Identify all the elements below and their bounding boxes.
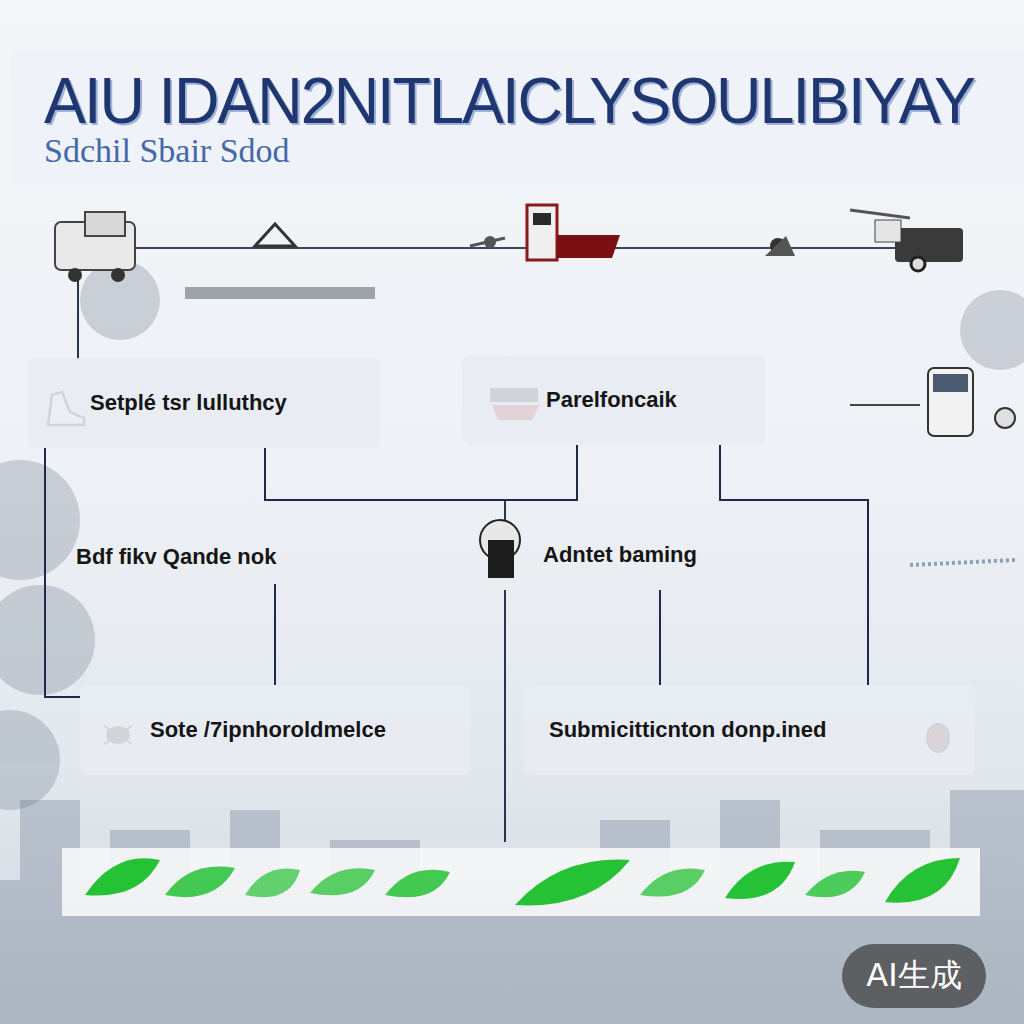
appliance-icon [850, 368, 1015, 436]
process-box: Submicitticnton donp.ined [525, 685, 975, 775]
process-box: Parelfoncaik [462, 355, 765, 445]
process-box: Setplé tsr lulluthcy [28, 358, 380, 448]
city-silhouette [0, 790, 1024, 1024]
machine-icon [527, 205, 620, 260]
connector-line [720, 445, 868, 685]
process-box: Adntet baming [465, 520, 745, 590]
fern-decoration [910, 560, 1015, 565]
node-label: Sote /7ipnhoroldmelce [150, 717, 386, 743]
node-label: Setplé tsr lulluthcy [90, 390, 287, 416]
connector-line [659, 590, 661, 685]
leaf-band [62, 848, 980, 916]
tree-silhouettes [0, 260, 1024, 810]
connector-line [274, 584, 276, 685]
faded-bar [185, 287, 375, 299]
node-label: Submicitticnton donp.ined [549, 717, 826, 743]
connector-line [265, 445, 577, 500]
diagram-title: AIU IDAN2NITLAICLYSOULIBIYAY [44, 64, 974, 138]
van-icon [850, 210, 963, 271]
small-icon [470, 236, 795, 256]
connector-line [45, 448, 80, 697]
node-label: Bdf fikv Qande nok [76, 544, 276, 570]
leader-line [77, 280, 79, 360]
process-box: Sote /7ipnhoroldmelce [80, 685, 470, 775]
leaf-row [85, 858, 960, 905]
truck-icon [55, 212, 135, 282]
process-label: Bdf fikv Qande nok [62, 530, 352, 584]
node-label: Adntet baming [543, 542, 697, 568]
watermark-badge: AI生成 [842, 944, 986, 1008]
node-label: Parelfoncaik [546, 387, 677, 413]
person-icon [480, 520, 520, 578]
title-band [10, 50, 1024, 185]
subtitle-text: Sdchil Sbair Sdod [44, 132, 290, 170]
triangle-icon [255, 224, 295, 246]
leader-line [504, 500, 506, 520]
leader-line [504, 590, 506, 842]
